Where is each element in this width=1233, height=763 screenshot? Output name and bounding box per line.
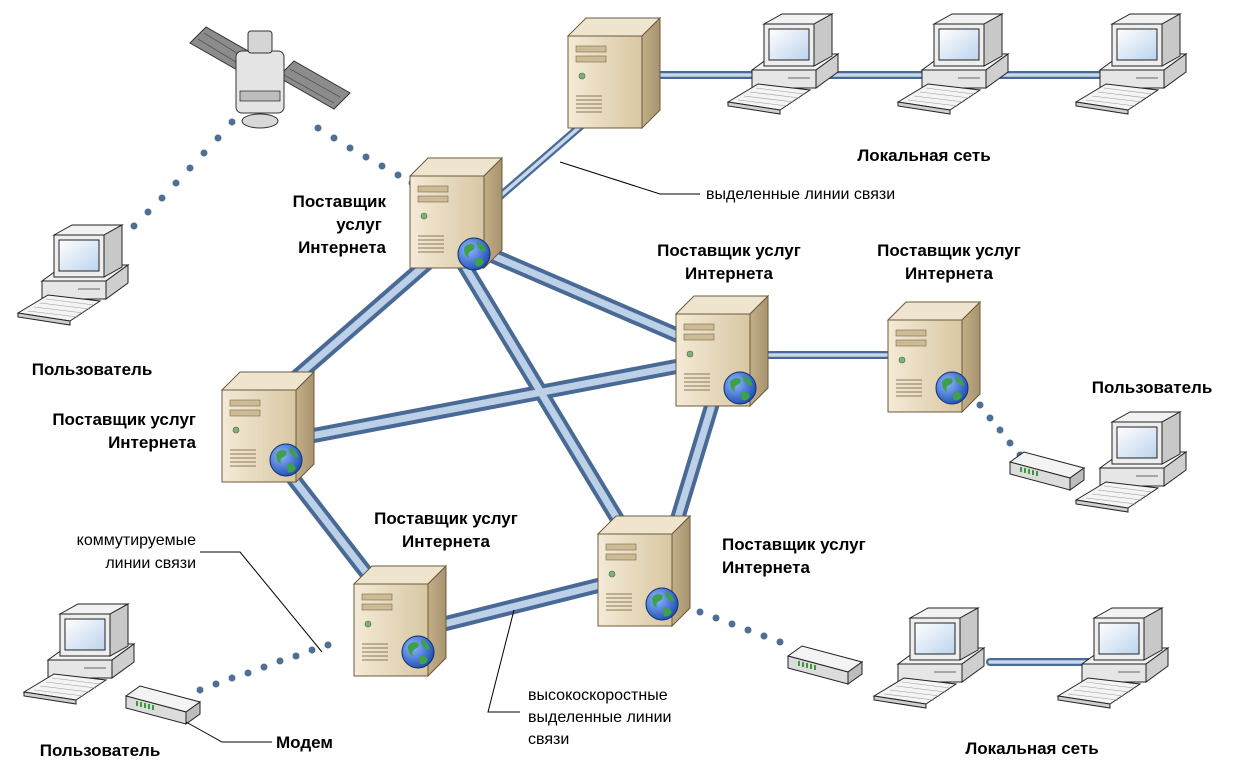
svg-text:Интернета: Интернета	[685, 264, 773, 283]
svg-text:высокоскоростные: высокоскоростные	[528, 687, 668, 704]
svg-text:Поставщик услуг: Поставщик услуг	[722, 535, 866, 554]
pc-user-bottom	[23, 603, 135, 705]
svg-text:Поставщик услуг: Поставщик услуг	[374, 509, 518, 528]
svg-text:Интернета: Интернета	[722, 558, 810, 577]
link-isp-bottom-right-to-lan-bottom	[696, 608, 784, 646]
svg-text:коммутируемые: коммутируемые	[77, 532, 196, 549]
label-isp-bottom-left: Поставщик услуг Интернета	[374, 509, 518, 551]
svg-text:услуг: услуг	[336, 215, 382, 234]
callout-modem	[185, 721, 272, 743]
svg-text:Интернета: Интернета	[108, 433, 196, 452]
label-local-net-bottom: Локальная сеть	[965, 739, 1098, 758]
svg-text:выделенные линии: выделенные линии	[528, 709, 671, 726]
pc-lan-top-2	[897, 13, 1009, 115]
dialup-links	[130, 118, 1024, 694]
svg-text:Поставщик услуг: Поставщик услуг	[877, 241, 1021, 260]
modem-icon-lan-bottom	[787, 645, 863, 685]
label-highspeed-lines: высокоскоростные выделенные линии связи	[528, 687, 671, 748]
callout-dedicated-lines	[559, 161, 700, 195]
label-user-bottom: Пользователь	[40, 741, 161, 758]
svg-text:Интернета: Интернета	[905, 264, 993, 283]
svg-text:Интернета: Интернета	[298, 238, 386, 257]
label-user-right: Пользователь	[1092, 378, 1213, 397]
callout-highspeed-lines	[487, 609, 520, 713]
svg-text:Поставщик услуг: Поставщик услуг	[657, 241, 801, 260]
label-dialup-lines: коммутируемые линии связи	[77, 532, 196, 572]
label-isp-right: Поставщик услуг Интернета	[877, 241, 1021, 283]
label-local-net-top: Локальная сеть	[857, 146, 990, 165]
modem-icon-bottom-left	[125, 685, 201, 725]
isp-server-bottom-right	[597, 515, 691, 627]
label-isp-left: Поставщик услуг Интернета	[52, 410, 196, 452]
callout-lines	[185, 161, 700, 743]
label-modem: Модем	[276, 733, 333, 752]
server-lan-top	[567, 17, 661, 129]
svg-text:Поставщик услуг: Поставщик услуг	[52, 410, 196, 429]
svg-text:Интернета: Интернета	[402, 532, 490, 551]
svg-text:связи: связи	[528, 731, 569, 748]
callout-dialup-lines	[200, 551, 323, 653]
modem-icon-right	[1009, 451, 1085, 491]
isp-server-right	[887, 301, 981, 413]
label-dedicated-lines: выделенные линии связи	[706, 186, 895, 203]
isp-server-left	[221, 371, 315, 483]
pc-lan-top-3	[1075, 13, 1187, 115]
satellite-icon	[189, 26, 351, 129]
label-user-left: Пользователь	[32, 360, 153, 379]
pc-lan-bottom-1	[873, 607, 985, 709]
link-satellite-to-isp-top	[314, 124, 416, 187]
pc-lan-top-1	[727, 13, 839, 115]
label-isp-top: Поставщик услуг Интернета	[293, 192, 387, 257]
isp-server-bottom-left	[353, 565, 447, 677]
svg-text:линии связи: линии связи	[105, 555, 196, 572]
link-modem-to-isp-bottom-left	[196, 641, 332, 694]
link-satellite-to-user-left	[130, 118, 236, 230]
link-isp-right-to-user-right	[976, 401, 1024, 459]
svg-text:Поставщик: Поставщик	[293, 192, 387, 211]
pc-user-right	[1075, 411, 1187, 513]
label-isp-bottom-right: Поставщик услуг Интернета	[722, 535, 866, 577]
pc-user-left	[17, 224, 129, 326]
label-isp-mid: Поставщик услуг Интернета	[657, 241, 801, 283]
isp-server-top	[409, 157, 503, 271]
isp-server-mid	[675, 295, 769, 407]
